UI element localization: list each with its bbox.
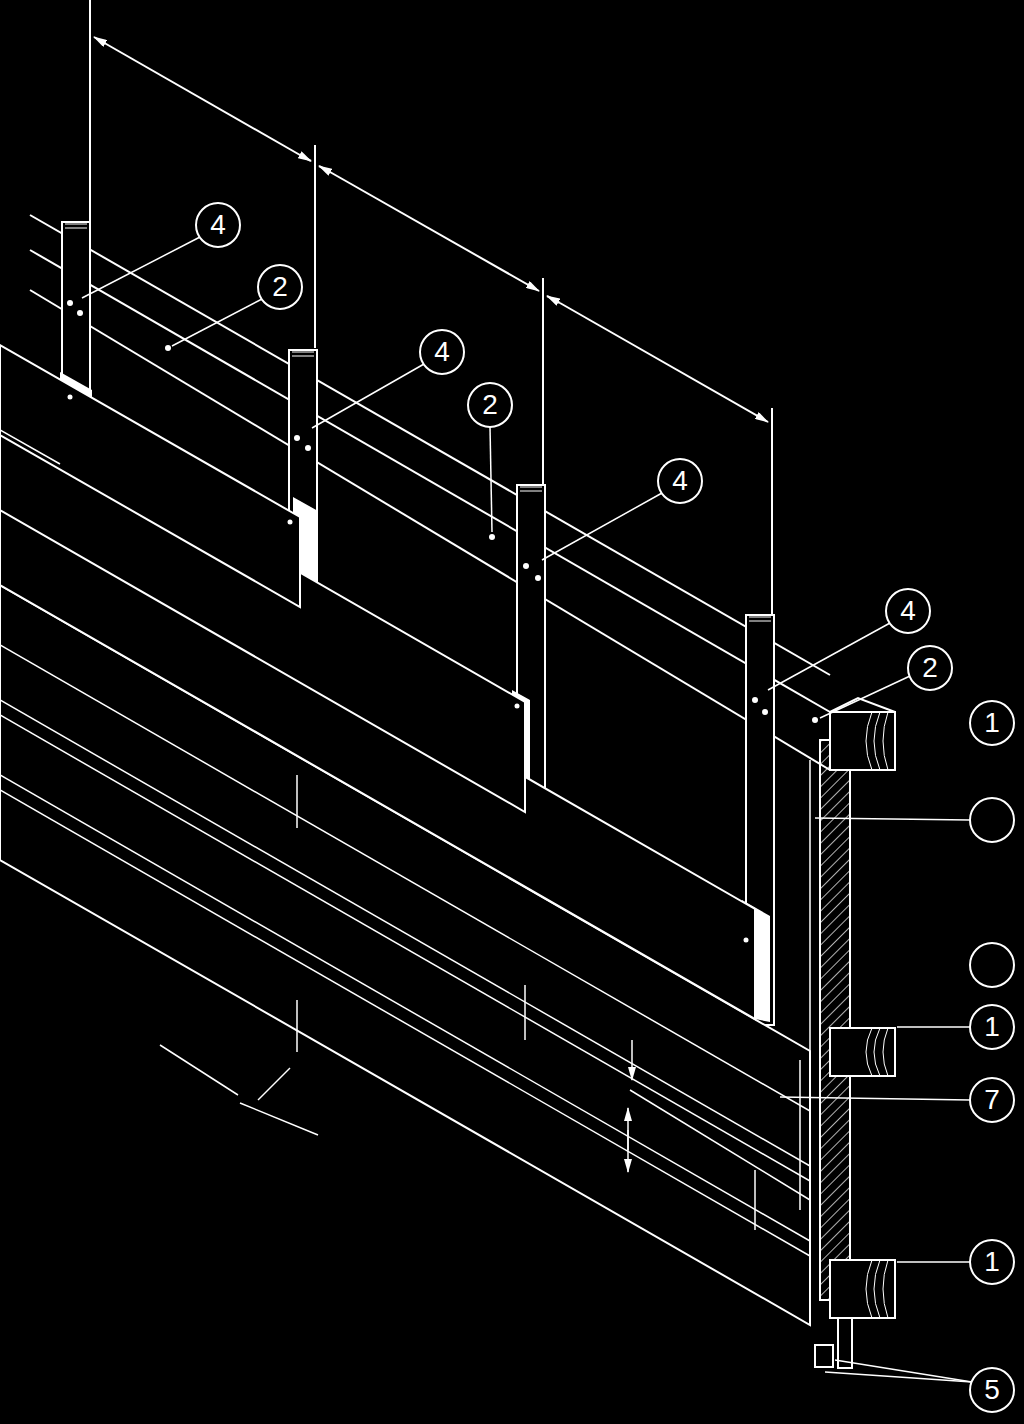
callout-number: 1 xyxy=(984,708,1000,738)
callout-number: 7 xyxy=(984,1085,1000,1115)
callout-number: 1 xyxy=(984,1012,1000,1042)
wall-layer xyxy=(820,740,850,1300)
callout-number: 4 xyxy=(210,210,226,240)
callout-number: 5 xyxy=(984,1375,1000,1405)
callout-number: 4 xyxy=(900,596,916,626)
callout-number: 2 xyxy=(482,390,498,420)
callout-number: 1 xyxy=(984,1247,1000,1277)
callout-number: 4 xyxy=(434,337,450,367)
callout-number: 2 xyxy=(272,272,288,302)
callout-number: 4 xyxy=(672,466,688,496)
callout-number: 2 xyxy=(922,653,938,683)
